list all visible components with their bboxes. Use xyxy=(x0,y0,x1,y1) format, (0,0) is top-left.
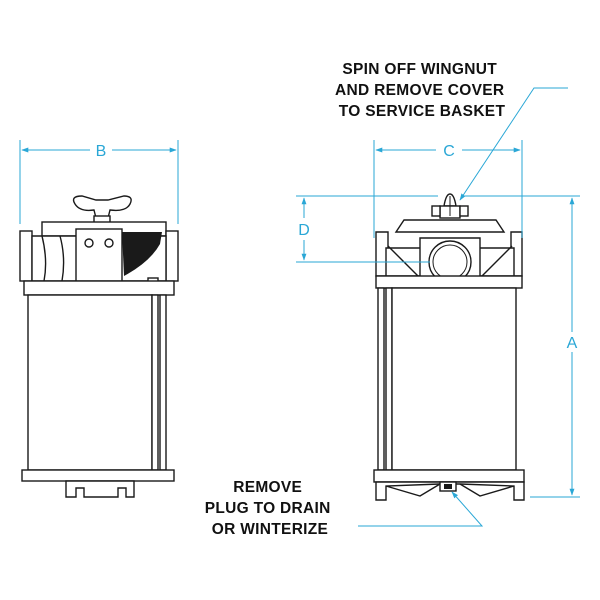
wingnut-side xyxy=(72,195,132,225)
basket-housing-side xyxy=(27,294,153,471)
drain-note-line-2: PLUG TO DRAIN xyxy=(205,500,331,517)
dimension-a-label: A xyxy=(567,335,578,352)
dimension-c-label: C xyxy=(443,143,455,160)
side-view xyxy=(19,195,179,498)
wingnut-front xyxy=(431,193,469,219)
drain-note-line-3: OR WINTERIZE xyxy=(212,521,328,538)
drain-note: REMOVE PLUG TO DRAIN OR WINTERIZE xyxy=(205,479,484,538)
base-side xyxy=(65,480,135,498)
dimension-b: B xyxy=(19,140,179,224)
basket-housing-front xyxy=(391,287,517,471)
bottom-ring-front xyxy=(373,469,525,483)
right-flange xyxy=(165,230,179,282)
svg-text:REMOVE PLUG TO DRAIN: REMOVE PLUG TO DRAIN OR WINTERIZE xyxy=(205,479,336,538)
service-note-line-1: SPIN OFF WINGNUT xyxy=(342,61,497,78)
dimension-d: D xyxy=(296,195,438,263)
dimension-c: C xyxy=(373,140,523,238)
service-note: SPIN OFF WINGNUT AND REMOVE COVER TO SER… xyxy=(335,61,568,201)
front-view xyxy=(373,193,525,501)
cover-front xyxy=(394,219,506,233)
dimension-a: A xyxy=(462,195,580,498)
inlet-block xyxy=(75,228,123,282)
service-note-line-2: AND REMOVE COVER xyxy=(335,82,504,99)
svg-text:SPIN OFF WINGNUT AND REM: SPIN OFF WINGNUT AND REMOVE COVER TO SER… xyxy=(335,61,509,120)
service-note-line-3: TO SERVICE BASKET xyxy=(339,103,506,120)
dimension-d-label: D xyxy=(298,222,310,239)
dimension-b-label: B xyxy=(96,143,107,160)
top-ring-front xyxy=(375,275,523,289)
top-ring-side xyxy=(23,280,175,296)
bottom-ring-side xyxy=(21,469,175,482)
left-flange xyxy=(19,230,33,282)
drain-note-line-1: REMOVE xyxy=(233,479,302,496)
